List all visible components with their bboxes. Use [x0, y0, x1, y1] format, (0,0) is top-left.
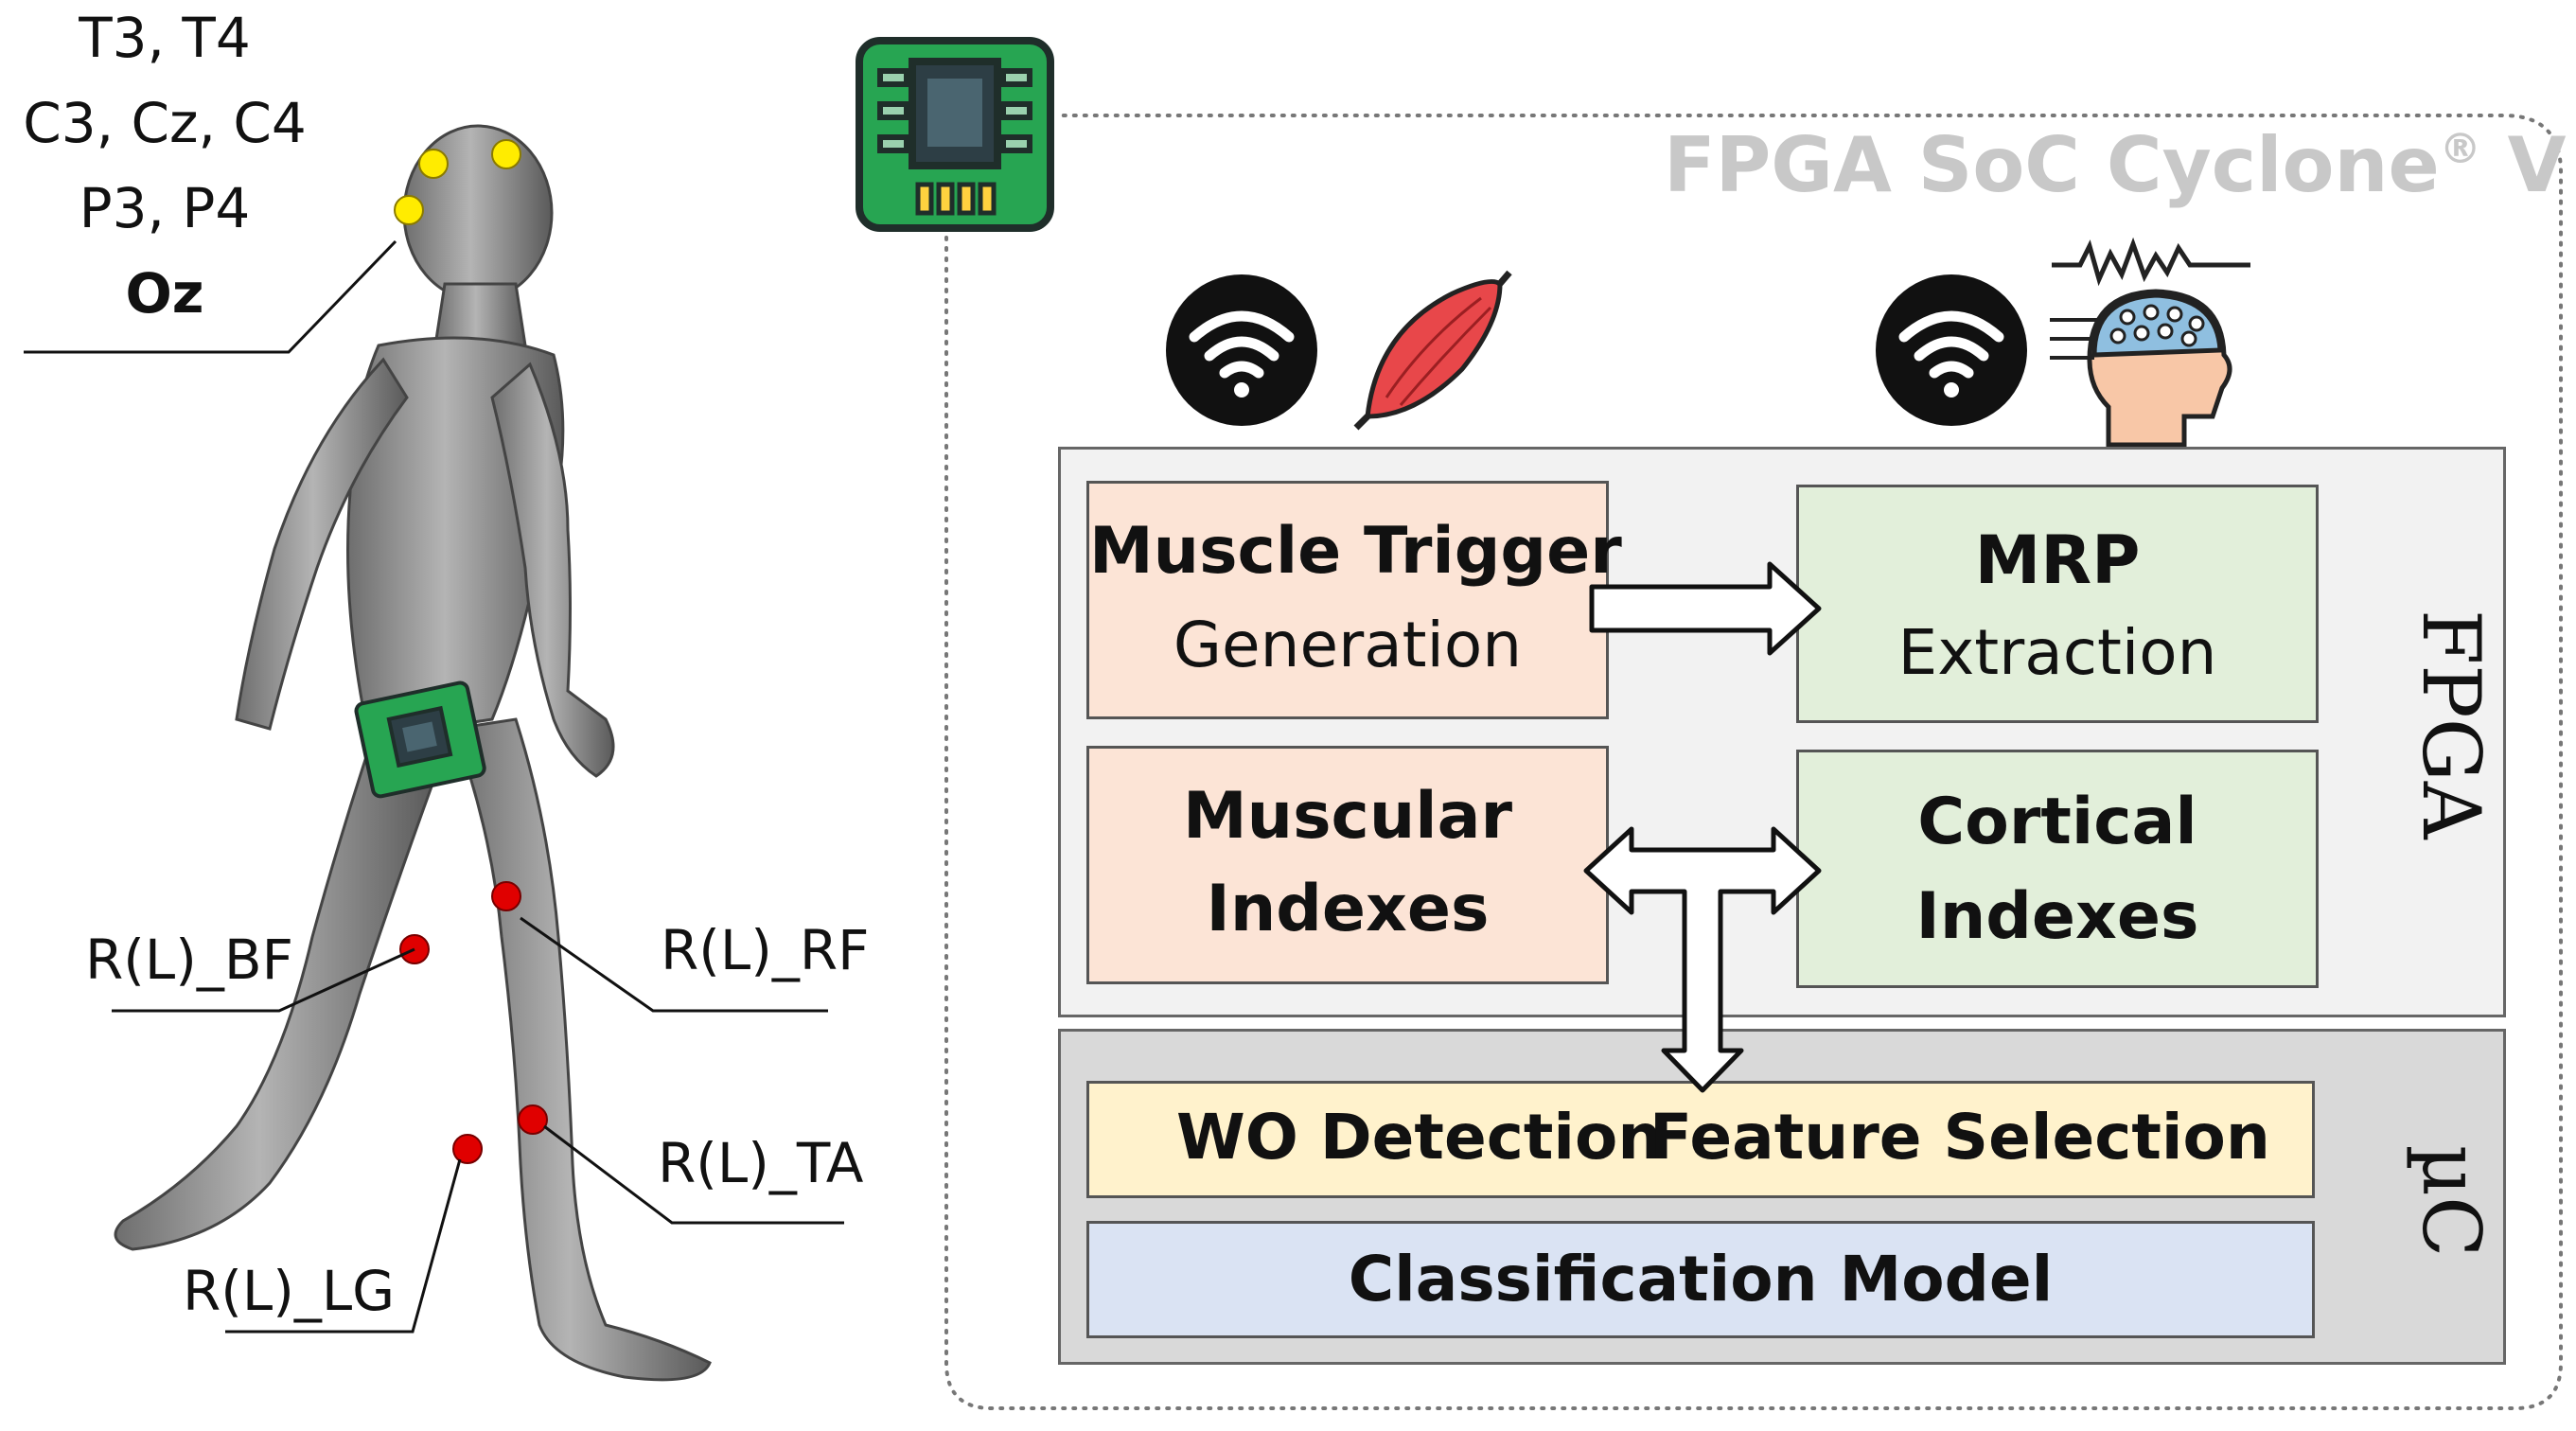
mrp-subtitle: Extraction — [1897, 616, 2217, 689]
callout-lines — [24, 239, 844, 1334]
fpga-chip-icon — [856, 37, 1054, 232]
eeg-label-t3-t4: T3, T4 — [79, 6, 251, 70]
emg-markers — [399, 881, 548, 1164]
eeg-markers — [394, 139, 521, 225]
thigh-chip-icon — [354, 680, 486, 799]
emg-label-bf: R(L)_BF — [85, 928, 294, 992]
emg-label-lg: R(L)_LG — [183, 1259, 396, 1323]
classification-box: Classification Model — [1086, 1221, 2315, 1338]
mrp-title: MRP — [1974, 521, 2141, 599]
muscle-trigger-box: Muscle Trigger Generation — [1086, 481, 1622, 719]
wo-detection-label: WO Detection — [1176, 1101, 1663, 1174]
emg-label-ta: R(L)_TA — [658, 1131, 864, 1195]
muscular-indexes-line2: Indexes — [1206, 872, 1490, 946]
muscular-indexes-box: Muscular Indexes — [1086, 746, 1609, 984]
feature-selection-label: Feature Selection — [1650, 1101, 2270, 1174]
cortical-indexes-line2: Indexes — [1915, 879, 2199, 954]
body-silhouette — [114, 124, 712, 1382]
eeg-head-icon — [2050, 237, 2250, 448]
emg-label-rf: R(L)_RF — [661, 918, 870, 982]
eeg-label-c3-cz-c4: C3, Cz, C4 — [23, 91, 307, 155]
arrow-indexes-to-uc — [1583, 826, 1822, 1093]
eeg-label-p3-p4: P3, P4 — [79, 176, 251, 240]
muscular-indexes-line1: Muscular — [1182, 779, 1512, 854]
platform-title: FPGA SoC Cyclone® V — [1664, 121, 2567, 209]
muscle-icon — [1353, 270, 1512, 431]
cortical-indexes-box: Cortical Indexes — [1796, 750, 2319, 988]
mrp-box: MRP Extraction — [1796, 485, 2319, 723]
cortical-indexes-line1: Cortical — [1917, 785, 2197, 859]
human-figure — [24, 124, 844, 1382]
eeg-label-oz: Oz — [125, 261, 204, 326]
muscle-trigger-subtitle: Generation — [1173, 609, 1523, 681]
wifi-icon — [1876, 274, 2027, 426]
arrow-trigger-to-mrp — [1589, 561, 1822, 656]
wifi-icon — [1166, 274, 1317, 426]
classification-label: Classification Model — [1348, 1243, 2054, 1316]
muscle-trigger-title: Muscle Trigger — [1089, 514, 1622, 589]
